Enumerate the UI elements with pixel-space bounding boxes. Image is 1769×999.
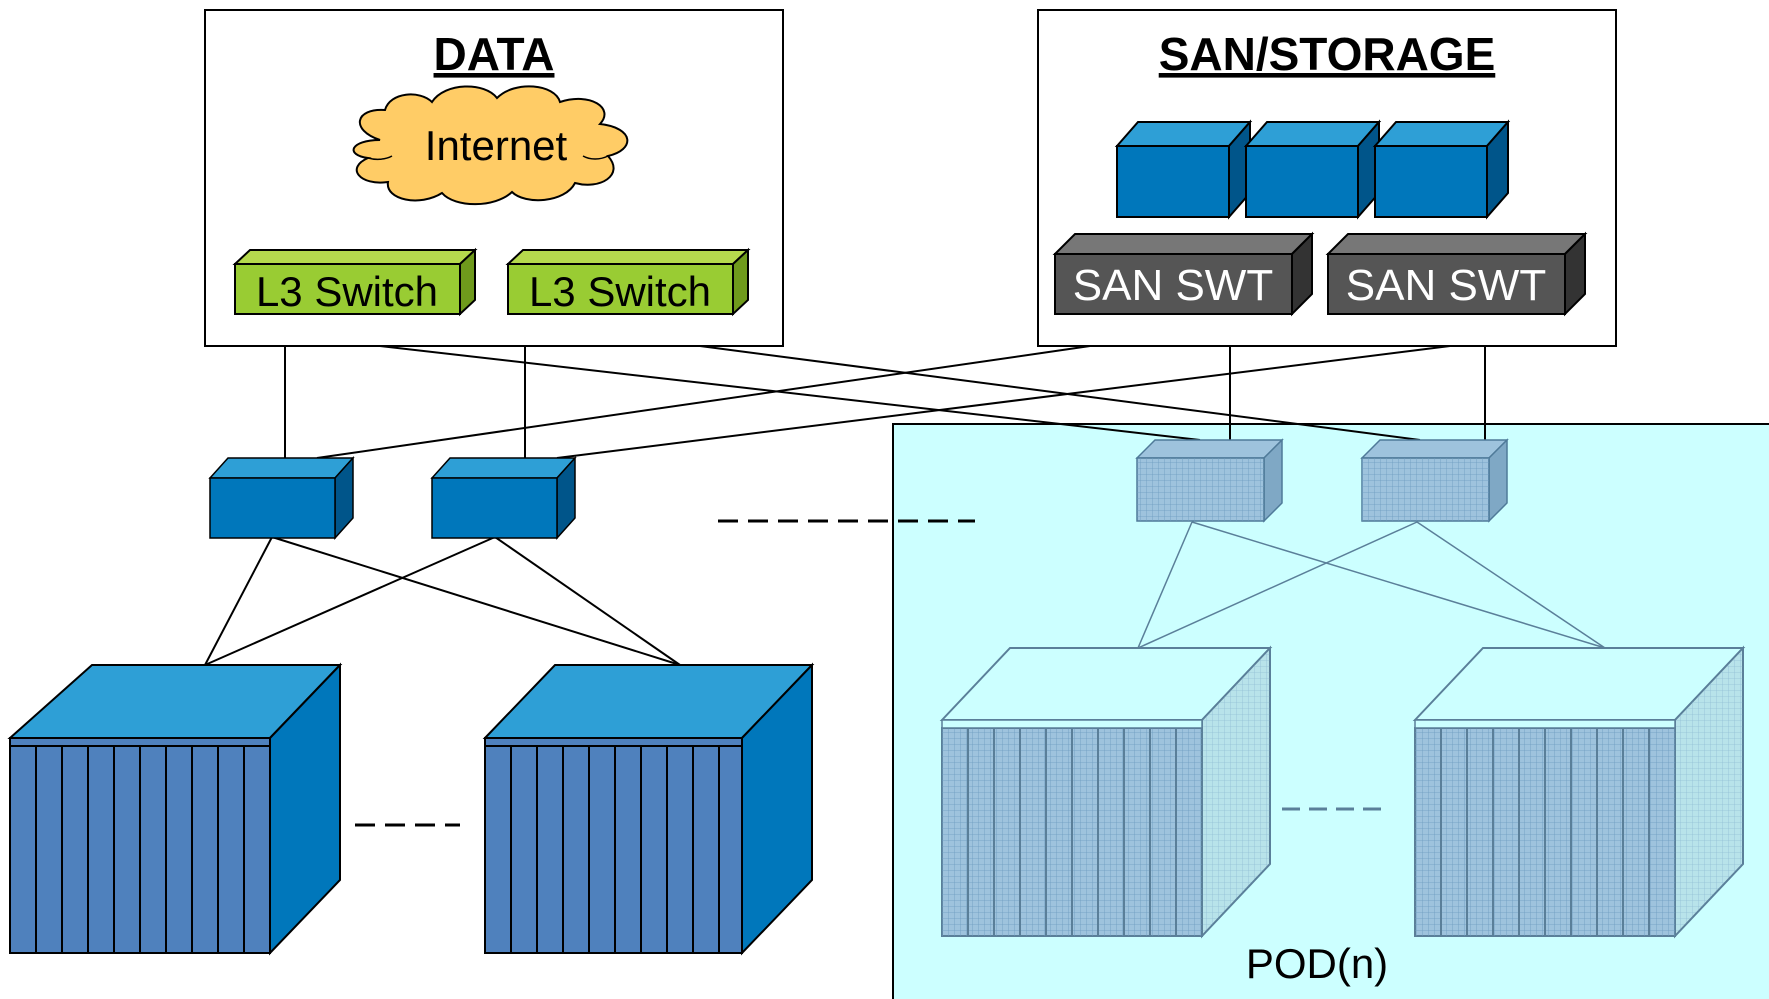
l3-switch-2: L3 Switch xyxy=(505,247,751,317)
pod-server-rack-1 xyxy=(939,645,1273,939)
data-box: DATA Internet L3 Switch L3 Switch xyxy=(204,9,784,347)
san-storage-box: SAN/STORAGE SAN SWT xyxy=(1037,9,1617,347)
connection-lines xyxy=(204,345,1486,666)
pod-label: POD(n) xyxy=(1246,940,1388,987)
san-switch-1: SAN SWT xyxy=(1052,231,1315,317)
access-switch-2 xyxy=(430,456,577,540)
pod-access-switch-1 xyxy=(1135,438,1284,523)
l3-switch-1: L3 Switch xyxy=(232,247,478,317)
l3-switch-2-label: L3 Switch xyxy=(529,268,711,315)
server-rack-1 xyxy=(7,662,343,956)
san-switch-2-label: SAN SWT xyxy=(1346,261,1546,310)
internet-cloud-icon xyxy=(352,85,629,206)
server-rack-2 xyxy=(482,662,815,956)
pod-access-switch-2 xyxy=(1360,438,1509,523)
san-switch-2: SAN SWT xyxy=(1325,231,1588,317)
access-switch-1 xyxy=(208,456,355,540)
storage-array-icon xyxy=(1114,119,1511,220)
san-switch-1-label: SAN SWT xyxy=(1073,261,1273,310)
pod-connection-lines xyxy=(1137,521,1606,649)
pod-server-rack-2 xyxy=(1412,645,1746,939)
internet-label: Internet xyxy=(425,122,568,169)
san-title: SAN/STORAGE xyxy=(1159,28,1496,80)
data-title: DATA xyxy=(434,28,555,80)
l3-switch-1-label: L3 Switch xyxy=(256,268,438,315)
